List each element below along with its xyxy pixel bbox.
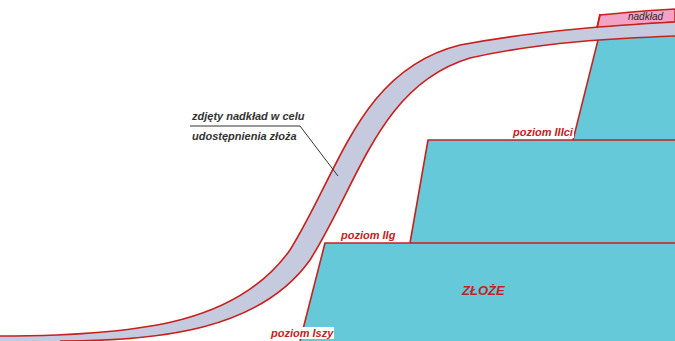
deposit-label: ZŁOŻE bbox=[462, 284, 505, 298]
band-upper-edge bbox=[0, 22, 675, 336]
level-label: poziom IIg bbox=[340, 229, 396, 241]
bench-level-3 bbox=[573, 40, 598, 140]
deposit-body bbox=[300, 36, 675, 341]
leader-line bbox=[190, 126, 338, 176]
level-label: poziom Iszy bbox=[270, 327, 334, 339]
overburden-border bbox=[597, 14, 600, 28]
level-label: poziom IIIci bbox=[512, 126, 574, 138]
callout-text: zdjęty nadkład w celu bbox=[192, 110, 304, 122]
band-lower-edge bbox=[60, 36, 675, 341]
bench-level-2 bbox=[410, 140, 675, 243]
callout-text: udostępnienia złoża bbox=[192, 130, 297, 142]
removed-overburden-band bbox=[0, 22, 675, 341]
overburden-label: nadkład bbox=[628, 11, 663, 22]
bench-level-1 bbox=[300, 243, 675, 341]
